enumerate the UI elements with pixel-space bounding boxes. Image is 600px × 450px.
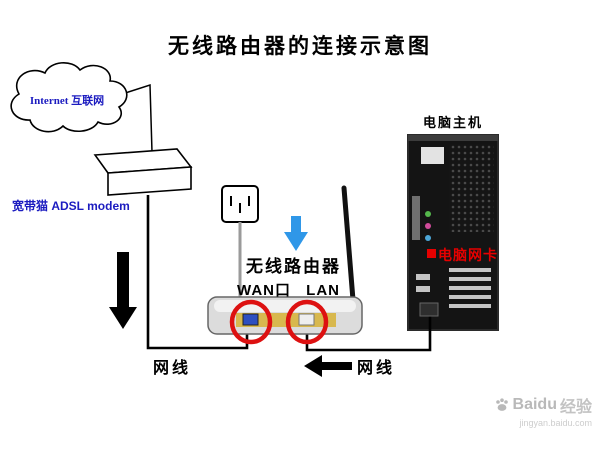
baidu-paw-icon	[495, 398, 508, 411]
tower-power-button	[421, 147, 444, 164]
blue-down-arrow	[284, 216, 308, 251]
expansion-slot-2	[449, 277, 491, 281]
expansion-slot-4	[449, 295, 491, 299]
tower-top-edge	[408, 135, 498, 141]
computer-label: 电脑主机	[423, 115, 484, 130]
router-antenna	[341, 185, 356, 303]
internet-cloud-shape	[10, 62, 128, 133]
router-ports-label: WAN口 LAN	[237, 282, 340, 299]
modem-shape	[93, 148, 193, 196]
lan-port	[298, 313, 315, 326]
wan-port-highlight	[229, 299, 273, 345]
router-label: 无线路由器	[246, 257, 341, 276]
lan-port-highlight	[285, 299, 329, 345]
computer-tower-shape	[407, 134, 499, 331]
cable-label-right: 网线	[357, 360, 396, 377]
expansion-slot-1	[449, 268, 491, 272]
internet-label: Internet 互联网	[29, 95, 105, 107]
nic-marker-dot	[427, 249, 436, 258]
modem-front-face	[107, 166, 192, 196]
tower-nic-port	[419, 302, 439, 317]
audio-port-green	[425, 211, 431, 217]
tower-port-strip	[412, 196, 420, 240]
audio-port-blue	[425, 235, 431, 241]
watermark-brand: Baidu	[512, 396, 557, 413]
expansion-slot-3	[449, 286, 491, 290]
wan-port	[242, 313, 259, 326]
audio-port-pink	[425, 223, 431, 229]
watermark-suffix: 经验	[559, 399, 592, 416]
cable-label-left: 网线	[153, 360, 192, 377]
down-arrow	[109, 252, 137, 329]
diagram-title: 无线路由器的连接示意图	[168, 35, 432, 58]
line-internet-to-modem	[115, 83, 153, 153]
modem-label: 宽带猫 ADSL modem	[12, 199, 130, 213]
watermark-url: jingyan.baidu.com	[519, 418, 592, 428]
router-shape	[207, 296, 363, 335]
power-outlet-shape	[221, 185, 259, 223]
left-arrow	[304, 355, 352, 377]
nic-label: 电脑网卡	[438, 247, 498, 263]
tower-port-small-1	[416, 274, 430, 280]
tower-port-small-2	[416, 286, 430, 292]
expansion-slot-5	[449, 304, 491, 308]
tower-vent-grid	[449, 144, 494, 232]
